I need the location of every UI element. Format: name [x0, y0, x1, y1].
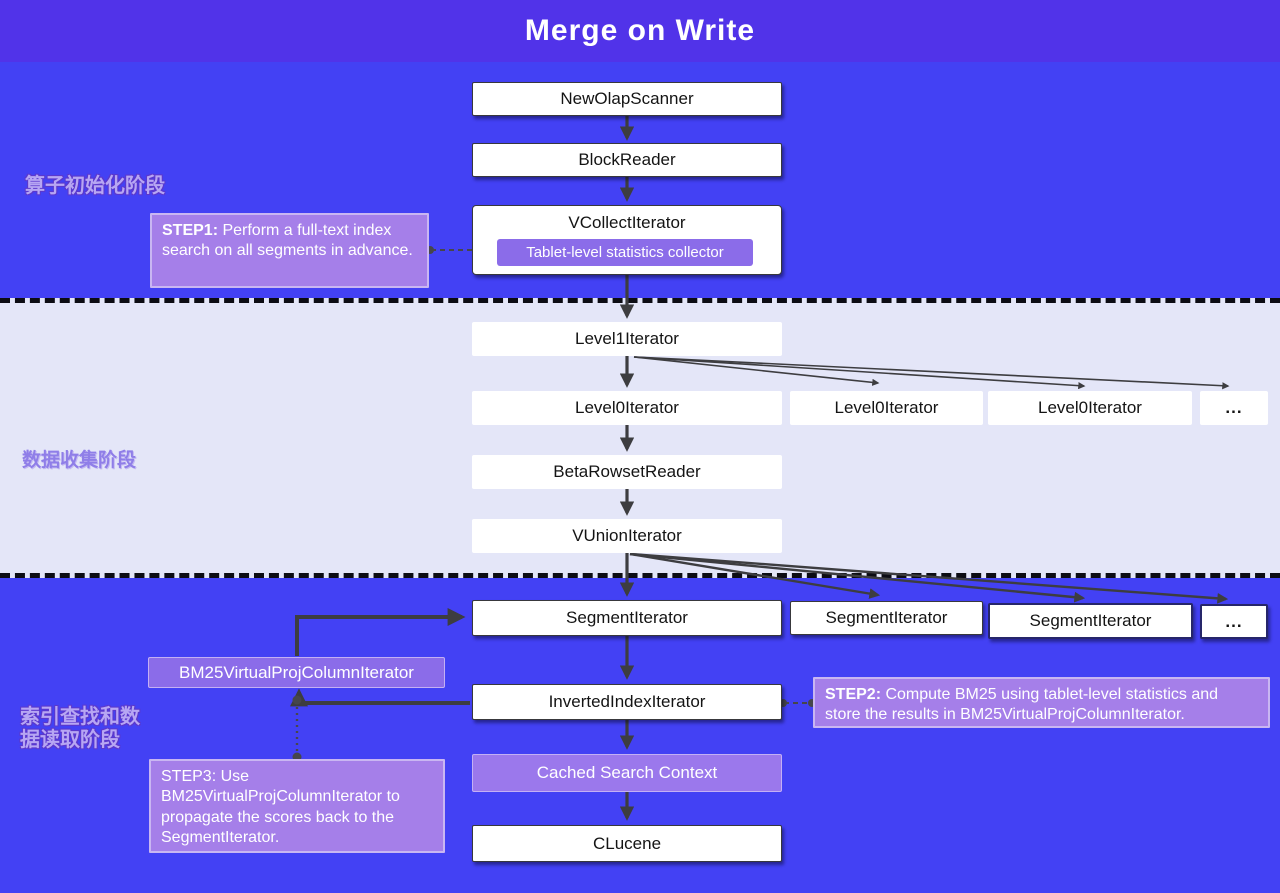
step2-text: Compute BM25 using tablet-level statisti… — [825, 686, 1219, 724]
node-bm25-virtual-proj-column-iterator: BM25VirtualProjColumnIterator — [148, 657, 445, 688]
node-level0-iterator-3: Level0Iterator — [988, 391, 1192, 425]
phase-label-data-collection: 数据收集阶段 — [22, 450, 137, 471]
node-beta-rowset-reader: BetaRowsetReader — [472, 455, 782, 489]
node-vunion-iterator: VUnionIterator — [472, 519, 782, 553]
node-level0-iterator-more: ... — [1200, 391, 1268, 425]
node-segment-iterator-1: SegmentIterator — [472, 600, 782, 636]
node-segment-iterator-3: SegmentIterator — [988, 603, 1193, 639]
node-inverted-index-iterator: InvertedIndexIterator — [472, 684, 782, 720]
step2-annotation: STEP2: Compute BM25 using tablet-level s… — [813, 677, 1270, 728]
node-new-olap-scanner: NewOlapScanner — [472, 82, 782, 116]
node-level0-iterator-2: Level0Iterator — [790, 391, 983, 425]
page-title: Merge on Write — [524, 14, 756, 47]
step3-text: Use BM25VirtualProjColumnIterator to pro… — [161, 768, 400, 846]
node-level0-iterator-1: Level0Iterator — [472, 391, 782, 425]
step3-label: STEP3: — [161, 768, 217, 785]
node-vcollect-iterator-label: VCollectIterator — [568, 213, 686, 232]
node-level1-iterator: Level1Iterator — [472, 322, 782, 356]
node-block-reader: BlockReader — [472, 143, 782, 177]
step1-annotation: STEP1: Perform a full-text index search … — [150, 213, 429, 288]
step1-text: Perform a full-text index search on all … — [162, 222, 413, 260]
phase-label-operator-init: 算子初始化阶段 — [25, 175, 165, 197]
node-segment-iterator-more: ... — [1200, 604, 1268, 639]
node-segment-iterator-2: SegmentIterator — [790, 601, 983, 635]
phase-label-index-read: 索引查找和数据读取阶段 — [20, 706, 140, 751]
node-clucene: CLucene — [472, 825, 782, 862]
header-bar: Merge on Write — [0, 0, 1280, 62]
step2-label: STEP2: — [825, 686, 882, 703]
step3-annotation: STEP3: Use BM25VirtualProjColumnIterator… — [149, 759, 445, 853]
node-vcollect-iterator: VCollectIterator Tablet-level statistics… — [472, 205, 782, 275]
node-cached-search-context: Cached Search Context — [472, 754, 782, 792]
node-tablet-statistics-collector: Tablet-level statistics collector — [497, 239, 753, 266]
step1-label: STEP1: — [162, 222, 219, 239]
